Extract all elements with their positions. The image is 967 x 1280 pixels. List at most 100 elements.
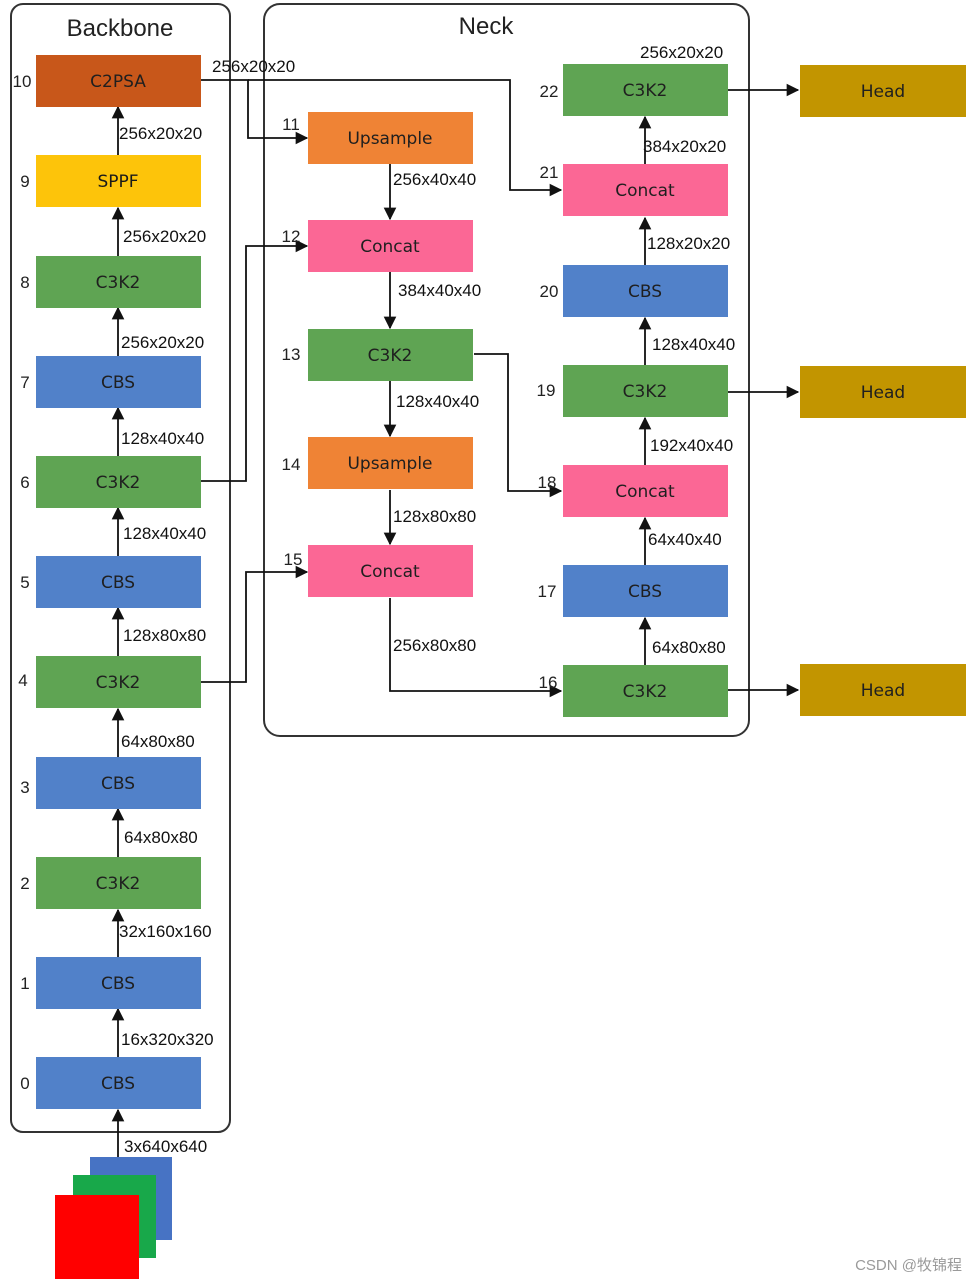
block-label: Upsample bbox=[347, 454, 432, 474]
dim-label: 256x20x20 bbox=[121, 333, 204, 352]
backbone-panel bbox=[10, 3, 231, 1133]
block-index: 14 bbox=[282, 455, 301, 474]
block-label: Concat bbox=[360, 237, 420, 257]
block-label: Upsample bbox=[347, 129, 432, 149]
block-label: C3K2 bbox=[623, 81, 668, 101]
head-block-large: Head bbox=[800, 65, 966, 117]
head-block-small: Head bbox=[800, 664, 966, 716]
block-20-cbs: CBS 20 bbox=[540, 265, 728, 317]
block-index: 13 bbox=[282, 345, 301, 364]
block-0-cbs: CBS 0 bbox=[20, 1057, 201, 1109]
block-label: Head bbox=[861, 383, 905, 403]
block-21-concat: Concat 21 bbox=[540, 163, 728, 216]
dim-label: 256x20x20 bbox=[212, 57, 295, 76]
block-8-c3k2: C3K2 8 bbox=[20, 256, 201, 308]
dimension-labels: 3x640x640 16x320x320 32x160x160 64x80x80… bbox=[119, 43, 735, 1156]
dim-label: 192x40x40 bbox=[650, 436, 733, 455]
block-label: Concat bbox=[360, 562, 420, 582]
block-4-c3k2: C3K2 4 bbox=[18, 656, 201, 708]
block-index: 16 bbox=[539, 673, 558, 692]
block-label: C3K2 bbox=[368, 346, 413, 366]
block-index: 9 bbox=[20, 172, 29, 191]
block-index: 17 bbox=[538, 582, 557, 601]
block-label: Concat bbox=[615, 482, 675, 502]
block-label: CBS bbox=[628, 282, 662, 302]
dim-label: 384x20x20 bbox=[643, 137, 726, 156]
dim-label: 256x20x20 bbox=[119, 124, 202, 143]
block-index: 4 bbox=[18, 671, 27, 690]
block-13-c3k2: C3K2 13 bbox=[282, 329, 473, 381]
block-label: C2PSA bbox=[90, 72, 146, 92]
block-9-sppf: SPPF 9 bbox=[20, 155, 201, 207]
block-label: C3K2 bbox=[623, 382, 668, 402]
block-index: 12 bbox=[282, 227, 301, 246]
block-label: C3K2 bbox=[96, 874, 141, 894]
dim-label: 64x80x80 bbox=[652, 638, 726, 657]
neck-title: Neck bbox=[459, 13, 515, 40]
block-19-c3k2: C3K2 19 bbox=[537, 365, 728, 417]
dim-label: 256x20x20 bbox=[123, 227, 206, 246]
dim-label: 256x20x20 bbox=[640, 43, 723, 62]
connectors bbox=[111, 79, 800, 1157]
block-2-c3k2: C3K2 2 bbox=[20, 857, 201, 909]
block-label: Concat bbox=[615, 181, 675, 201]
dim-label: 256x40x40 bbox=[393, 170, 476, 189]
dim-label: 256x80x80 bbox=[393, 636, 476, 655]
block-6-c3k2: C3K2 6 bbox=[20, 456, 201, 508]
dim-label: 32x160x160 bbox=[119, 922, 212, 941]
watermark: CSDN @牧锦程 bbox=[855, 1257, 962, 1274]
block-index: 0 bbox=[20, 1074, 29, 1093]
block-label: C3K2 bbox=[96, 673, 141, 693]
dim-label: 128x40x40 bbox=[121, 429, 204, 448]
dim-label: 128x20x20 bbox=[647, 234, 730, 253]
block-index: 21 bbox=[540, 163, 559, 182]
edge-b10-b21 bbox=[248, 79, 563, 197]
block-index: 18 bbox=[538, 473, 557, 492]
block-3-cbs: CBS 3 bbox=[20, 757, 201, 809]
dim-label: 128x40x40 bbox=[652, 335, 735, 354]
edge-b6-b12 bbox=[201, 239, 309, 482]
head-block-medium: Head bbox=[800, 366, 966, 418]
dim-label: 16x320x320 bbox=[121, 1030, 214, 1049]
block-label: CBS bbox=[101, 573, 135, 593]
dim-label: 64x80x80 bbox=[124, 828, 198, 847]
edge-b15-b16 bbox=[389, 598, 563, 698]
block-12-concat: Concat 12 bbox=[282, 220, 473, 272]
block-16-c3k2: C3K2 16 bbox=[539, 665, 728, 717]
block-14-upsample: Upsample 14 bbox=[282, 437, 473, 489]
block-label: CBS bbox=[101, 373, 135, 393]
block-index: 20 bbox=[540, 282, 559, 301]
dim-label: 384x40x40 bbox=[398, 281, 481, 300]
block-label: C3K2 bbox=[96, 273, 141, 293]
dim-label: 128x40x40 bbox=[396, 392, 479, 411]
dim-label: 128x80x80 bbox=[393, 507, 476, 526]
block-index: 10 bbox=[13, 72, 32, 91]
block-label: CBS bbox=[101, 774, 135, 794]
edge-b4-b15 bbox=[201, 565, 309, 683]
dim-label: 64x80x80 bbox=[121, 732, 195, 751]
block-7-cbs: CBS 7 bbox=[20, 356, 201, 408]
edge-b10-b11 bbox=[201, 79, 309, 145]
block-label: CBS bbox=[628, 582, 662, 602]
block-15-concat: Concat 15 bbox=[284, 545, 473, 597]
block-18-concat: Concat 18 bbox=[538, 465, 728, 517]
block-index: 6 bbox=[20, 473, 29, 492]
block-index: 19 bbox=[537, 381, 556, 400]
dim-label: 128x80x80 bbox=[123, 626, 206, 645]
block-label: C3K2 bbox=[623, 682, 668, 702]
dim-label: 128x40x40 bbox=[123, 524, 206, 543]
edge-b13-b18 bbox=[474, 353, 563, 498]
block-index: 7 bbox=[20, 373, 29, 392]
block-10-c2psa: C2PSA 10 bbox=[13, 55, 201, 107]
block-label: Head bbox=[861, 681, 905, 701]
block-index: 15 bbox=[284, 550, 303, 569]
block-index: 5 bbox=[20, 573, 29, 592]
block-label: SPPF bbox=[97, 172, 138, 192]
neck-panel bbox=[263, 3, 750, 737]
block-label: Head bbox=[861, 82, 905, 102]
block-index: 8 bbox=[20, 273, 29, 292]
dim-label: 64x40x40 bbox=[648, 530, 722, 549]
dim-label: 3x640x640 bbox=[124, 1137, 207, 1156]
block-index: 11 bbox=[282, 115, 300, 134]
